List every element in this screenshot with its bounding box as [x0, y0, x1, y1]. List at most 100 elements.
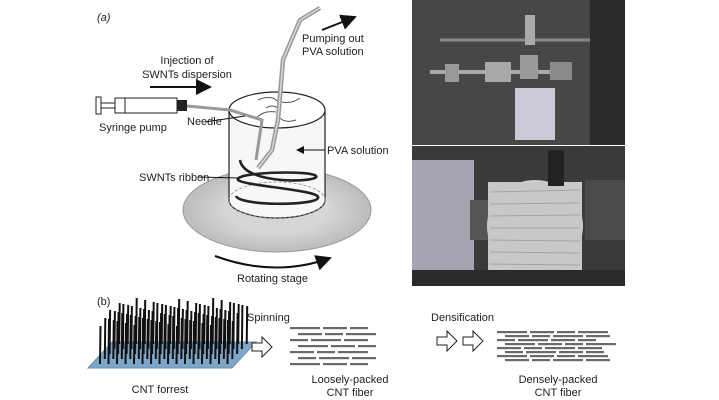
cnt-bundle — [350, 363, 368, 366]
cnt-bundle — [586, 343, 616, 346]
cnt-bundle — [325, 333, 343, 336]
spinning-arrow — [251, 335, 273, 359]
pva-label: PVA solution — [327, 145, 389, 157]
cnt-bundle — [311, 339, 341, 342]
nanotube — [130, 305, 133, 350]
nanotube — [215, 307, 218, 350]
nanotube — [138, 307, 142, 350]
cnt-bundle — [557, 331, 575, 334]
cnt-bundle — [338, 351, 368, 354]
cnt-bundle — [317, 351, 335, 354]
cnt-bundle — [344, 339, 368, 342]
nanotube — [169, 305, 172, 345]
cnt-bundle — [518, 339, 548, 342]
dense-label-line1: Densely-packed — [518, 374, 598, 386]
injection-label-line2: SWNTs dispersion — [142, 69, 232, 81]
cnt-bundle — [497, 331, 527, 334]
syringe-label: Syringe pump — [99, 122, 167, 134]
nanotube — [172, 306, 176, 350]
photo-bottom — [412, 146, 625, 286]
densification-arrow — [436, 329, 484, 353]
nanotube — [198, 303, 201, 350]
injection-label-line1: Injection of — [160, 55, 214, 67]
cnt-bundle — [352, 357, 376, 360]
cnt-bundle — [331, 345, 355, 348]
cnt-bundle — [505, 335, 529, 338]
nanotube — [211, 297, 215, 345]
cnt-bundle — [497, 347, 521, 350]
nanotube — [181, 308, 184, 350]
syringe-pump — [95, 96, 187, 115]
needle-label: Needle — [187, 116, 222, 128]
cnt-bundle — [551, 339, 575, 342]
rotation-arrow — [214, 255, 332, 271]
pumping-label-line2: PVA solution — [302, 46, 364, 58]
cnt-bundle — [290, 327, 320, 330]
nanotube — [189, 310, 193, 350]
cnt-bundle — [290, 363, 320, 366]
needle-pointer — [204, 115, 246, 123]
cnt-bundle — [553, 335, 583, 338]
nanotube — [155, 302, 159, 350]
nanotube — [206, 305, 210, 350]
cnt-bundle — [358, 345, 376, 348]
cnt-bundle — [526, 351, 556, 354]
nanotube — [237, 303, 240, 345]
cnt-bundle — [298, 333, 322, 336]
pumping-label-line1: Pumping out — [302, 33, 364, 45]
stage-label: Rotating stage — [237, 273, 308, 285]
nanotube — [152, 301, 155, 345]
cnt-bundle — [578, 347, 602, 350]
cnt-bundle — [586, 335, 610, 338]
cnt-bundle — [578, 339, 596, 342]
forest-label: CNT forrest — [131, 384, 189, 396]
nanotube — [240, 304, 244, 350]
panel-a-label: (a) — [97, 12, 111, 24]
nanotube — [121, 303, 125, 350]
cnt-bundle — [505, 351, 523, 354]
ribbon-pointer — [197, 176, 239, 179]
cnt-forest — [86, 297, 258, 369]
cnt-bundle — [532, 335, 550, 338]
nanotube — [186, 300, 189, 345]
nanotube — [118, 302, 121, 345]
nanotube — [147, 309, 150, 350]
cnt-bundle — [545, 347, 575, 350]
nanotube — [232, 302, 235, 350]
cnt-bundle — [559, 351, 583, 354]
cnt-bundle — [319, 357, 349, 360]
spinning-label: Spinning — [247, 312, 290, 324]
cnt-bundle — [497, 355, 527, 358]
nanotube — [113, 310, 116, 350]
cnt-bundle — [346, 333, 376, 336]
cnt-bundle — [524, 347, 542, 350]
panel-b-label: (b) — [97, 296, 111, 308]
cnt-bundle — [530, 355, 554, 358]
nanotube — [228, 301, 232, 345]
dense-fiber — [497, 331, 616, 362]
cnt-bundle — [350, 327, 368, 330]
nanotube — [177, 298, 181, 345]
cnt-bundle — [586, 351, 604, 354]
cnt-bundle — [578, 331, 608, 334]
loose-label-line1: Loosely-packed — [311, 374, 389, 386]
densification-label: Densification — [431, 312, 494, 324]
nanotube — [203, 304, 206, 345]
cnt-bundle — [505, 343, 535, 346]
dense-label-line2: CNT fiber — [534, 387, 582, 399]
loose-label-line2: CNT fiber — [326, 387, 374, 399]
cnt-bundle — [553, 359, 583, 362]
nanotube — [223, 309, 227, 350]
nanotube — [160, 303, 164, 345]
cnt-bundle — [532, 359, 550, 362]
cnt-bundle — [530, 331, 554, 334]
forest-tubes — [99, 297, 249, 365]
cnt-bundle — [290, 351, 314, 354]
loose-fiber — [290, 327, 376, 366]
needle-tube — [186, 104, 264, 161]
cnt-bundle — [290, 339, 308, 342]
ribbon-label: SWNTs ribbon — [139, 172, 210, 184]
nanotube — [103, 317, 107, 360]
